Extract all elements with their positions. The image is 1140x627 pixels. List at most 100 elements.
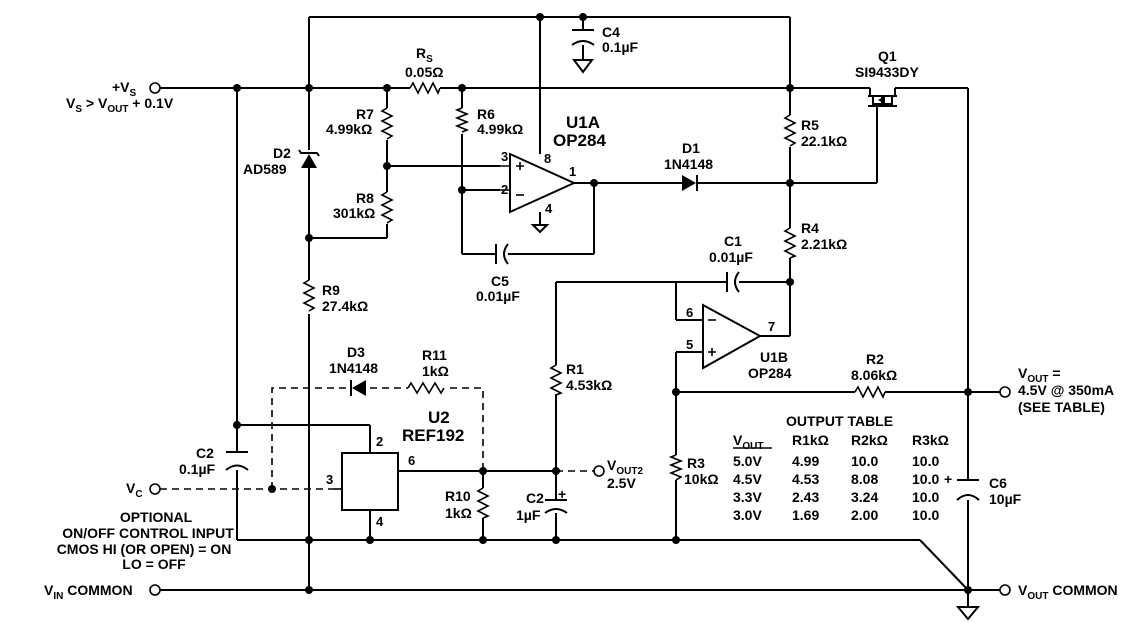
optional-line-1: OPTIONAL bbox=[120, 509, 193, 525]
u2-pin-2: 2 bbox=[376, 434, 383, 449]
opamp-u1a bbox=[500, 152, 577, 234]
table-cell: 5.0V bbox=[733, 453, 762, 469]
output-table-header-r1: R1kΩ bbox=[792, 432, 829, 448]
capacitor-c2-right bbox=[544, 499, 568, 514]
r4-value: 2.21kΩ bbox=[801, 236, 847, 252]
r1-name: R1 bbox=[566, 361, 584, 377]
resistor-r6 bbox=[454, 107, 470, 133]
table-cell: 10.0 bbox=[851, 453, 878, 469]
capacitor-c6 bbox=[956, 479, 980, 501]
vout-spec: 4.5V @ 350mA bbox=[1018, 382, 1114, 398]
d3-part: 1N4148 bbox=[329, 360, 378, 376]
r2-value: 8.06kΩ bbox=[851, 367, 897, 383]
optional-line-4: LO = OFF bbox=[122, 556, 186, 572]
c2-right-value: 1µF bbox=[516, 507, 541, 523]
c2-right-polarity: + bbox=[558, 486, 566, 502]
output-table-header-r2: R2kΩ bbox=[851, 432, 888, 448]
c6-value: 10µF bbox=[989, 491, 1022, 507]
diode-d3 bbox=[350, 380, 366, 396]
rs-name: RS bbox=[416, 45, 433, 65]
vc-label: VC bbox=[126, 480, 143, 500]
r5-name: R5 bbox=[801, 117, 819, 133]
d1-part: 1N4148 bbox=[664, 156, 713, 172]
resistor-rs bbox=[409, 81, 441, 95]
table-row: 3.3V 2.43 3.24 10.0 bbox=[733, 489, 939, 505]
r10-name: R10 bbox=[445, 488, 471, 504]
d2-part: AD589 bbox=[243, 161, 287, 177]
c1-value: 0.01µF bbox=[709, 249, 753, 265]
c1-name: C1 bbox=[724, 233, 742, 249]
r2-name: R2 bbox=[866, 351, 884, 367]
q1-name: Q1 bbox=[878, 48, 897, 64]
table-cell: 1.69 bbox=[792, 507, 819, 523]
resistor-r9 bbox=[302, 279, 316, 312]
mosfet-q1 bbox=[868, 88, 897, 110]
u2-pin-3: 3 bbox=[326, 472, 333, 487]
resistor-r11 bbox=[407, 381, 445, 395]
capacitor-c5 bbox=[495, 243, 509, 265]
r6-name: R6 bbox=[477, 106, 495, 122]
capacitor-c4 bbox=[571, 29, 595, 74]
table-cell: 10.0 bbox=[912, 507, 939, 523]
r3-name: R3 bbox=[687, 455, 705, 471]
q1-part: SI9433DY bbox=[855, 64, 919, 80]
d3-name: D3 bbox=[347, 344, 365, 360]
c6-name: C6 bbox=[989, 475, 1007, 491]
table-cell: 10.0 bbox=[912, 471, 939, 487]
table-row: 3.0V 1.69 2.00 10.0 bbox=[733, 507, 939, 523]
c4-value: 0.1µF bbox=[602, 39, 639, 55]
resistor-r4 bbox=[783, 227, 797, 259]
r1-value: 4.53kΩ bbox=[566, 377, 612, 393]
resistor-r3 bbox=[668, 454, 684, 481]
vout2-label: VOUT2 bbox=[607, 457, 643, 477]
optional-dashed-wiring bbox=[160, 387, 594, 490]
u1a-pin-3: 3 bbox=[501, 149, 508, 164]
table-cell: 4.53 bbox=[792, 471, 819, 487]
zener-d2 bbox=[298, 149, 320, 168]
u1a-pin-8: 8 bbox=[544, 151, 551, 166]
u1a-name: U1A bbox=[566, 113, 600, 132]
terminal-vout-common bbox=[999, 584, 1011, 596]
vin-common-label: VIN COMMON bbox=[44, 582, 133, 602]
u1b-part: OP284 bbox=[748, 365, 792, 381]
u1a-pin-2: 2 bbox=[501, 182, 508, 197]
vout2-value: 2.5V bbox=[607, 475, 636, 491]
r8-name: R8 bbox=[356, 190, 374, 206]
u1b-pin-6: 6 bbox=[686, 305, 693, 320]
output-table-title: OUTPUT TABLE bbox=[786, 413, 893, 429]
table-cell: 3.0V bbox=[733, 507, 762, 523]
c2-left-name: C2 bbox=[196, 445, 214, 461]
table-cell: 8.08 bbox=[851, 471, 878, 487]
r11-name: R11 bbox=[422, 347, 447, 363]
terminal-vin-common bbox=[149, 584, 161, 596]
vout-label: VOUT = bbox=[1018, 365, 1061, 385]
r6-value: 4.99kΩ bbox=[477, 121, 523, 137]
r4-name: R4 bbox=[801, 220, 819, 236]
resistor-r1 bbox=[549, 364, 563, 396]
terminal-vs bbox=[149, 82, 161, 94]
table-cell: 10.0 bbox=[912, 453, 939, 469]
table-cell: 4.5V bbox=[733, 471, 762, 487]
table-cell: 2.00 bbox=[851, 507, 878, 523]
r9-value: 27.4kΩ bbox=[322, 298, 368, 314]
output-table: OUTPUT TABLE VOUT R1kΩ R2kΩ R3kΩ 5.0V 4.… bbox=[733, 413, 949, 523]
d1-name: D1 bbox=[682, 140, 700, 156]
capacitor-c2-left bbox=[225, 451, 249, 471]
u2-name: U2 bbox=[428, 408, 450, 427]
resistor-r5 bbox=[783, 114, 797, 147]
optional-line-3: CMOS HI (OR OPEN) = ON bbox=[57, 541, 232, 557]
terminal-vout2 bbox=[593, 465, 605, 477]
d2-name: D2 bbox=[273, 145, 291, 161]
resistor-r8 bbox=[380, 191, 394, 224]
table-cell: 3.24 bbox=[851, 489, 878, 505]
table-row: 4.5V 4.53 8.08 10.0 bbox=[733, 471, 939, 487]
u1b-pin-5: 5 bbox=[686, 337, 693, 352]
diode-d1 bbox=[682, 175, 698, 191]
vout-common-label: VOUT COMMON bbox=[1018, 582, 1118, 602]
c5-value: 0.01µF bbox=[476, 288, 520, 304]
u1a-pin-1: 1 bbox=[569, 164, 576, 179]
u2-pin-6: 6 bbox=[408, 453, 415, 468]
u1b-name: U1B bbox=[760, 349, 788, 365]
r9-name: R9 bbox=[322, 282, 340, 298]
